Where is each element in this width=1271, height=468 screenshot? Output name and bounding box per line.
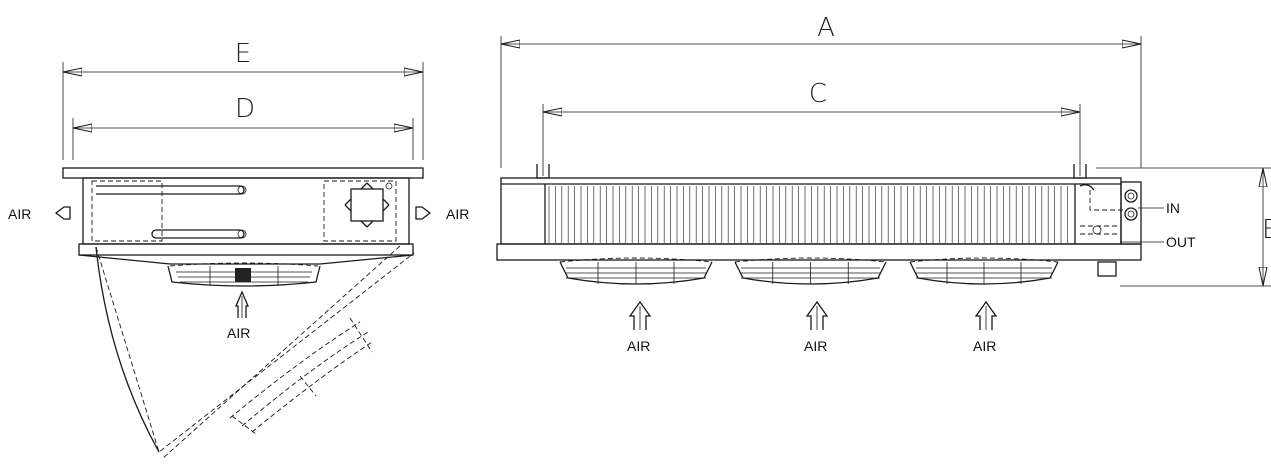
air-arrow-3: AIR bbox=[973, 300, 998, 354]
fan-guard-1 bbox=[559, 257, 713, 285]
air-arrow-right: AIR bbox=[415, 206, 469, 222]
side-view: E D bbox=[8, 39, 469, 460]
air-arrow-1: AIR bbox=[627, 300, 652, 354]
dimension-d-label: D bbox=[235, 94, 255, 124]
front-drip-tray bbox=[496, 243, 1142, 261]
dimension-e-front-label: E bbox=[1262, 215, 1271, 245]
fan-guard-2 bbox=[734, 257, 887, 285]
dimension-e-label: E bbox=[235, 39, 251, 69]
dimension-e-front: E bbox=[1096, 167, 1271, 287]
terminal-box bbox=[350, 188, 384, 222]
air-label-left: AIR bbox=[8, 206, 31, 222]
air-label-right: AIR bbox=[446, 206, 469, 222]
hinged-tray-open bbox=[95, 245, 415, 460]
inlet-label: IN bbox=[1166, 200, 1180, 216]
dimension-c-label: C bbox=[809, 79, 827, 109]
dimension-d: D bbox=[72, 94, 414, 160]
drip-tray-edge bbox=[78, 243, 414, 256]
drain-outlet bbox=[1097, 261, 1117, 277]
air-label-fan-2: AIR bbox=[804, 338, 827, 354]
coil-fins bbox=[548, 186, 1068, 243]
fan-guards-front bbox=[559, 257, 1059, 285]
drip-tray bbox=[78, 254, 414, 265]
air-label-bottom-side: AIR bbox=[227, 325, 250, 341]
air-arrow-down: AIR bbox=[227, 290, 250, 341]
top-plate bbox=[62, 167, 424, 179]
hinge-arc bbox=[95, 246, 160, 453]
fan-guard-side bbox=[167, 262, 321, 287]
air-arrow-left: AIR bbox=[8, 206, 71, 222]
dimension-a-label: A bbox=[817, 13, 835, 43]
outlet-label: OUT bbox=[1166, 234, 1196, 250]
fan-guard-3 bbox=[909, 257, 1059, 285]
dimension-c: C bbox=[542, 79, 1081, 176]
front-view: A C E bbox=[496, 13, 1271, 354]
air-label-fan-1: AIR bbox=[627, 338, 650, 354]
air-label-fan-3: AIR bbox=[973, 338, 996, 354]
air-arrow-2: AIR bbox=[804, 300, 829, 354]
dimension-e-side: E bbox=[62, 39, 424, 160]
dimension-a: A bbox=[500, 13, 1142, 168]
refrigerant-header bbox=[1079, 181, 1142, 277]
